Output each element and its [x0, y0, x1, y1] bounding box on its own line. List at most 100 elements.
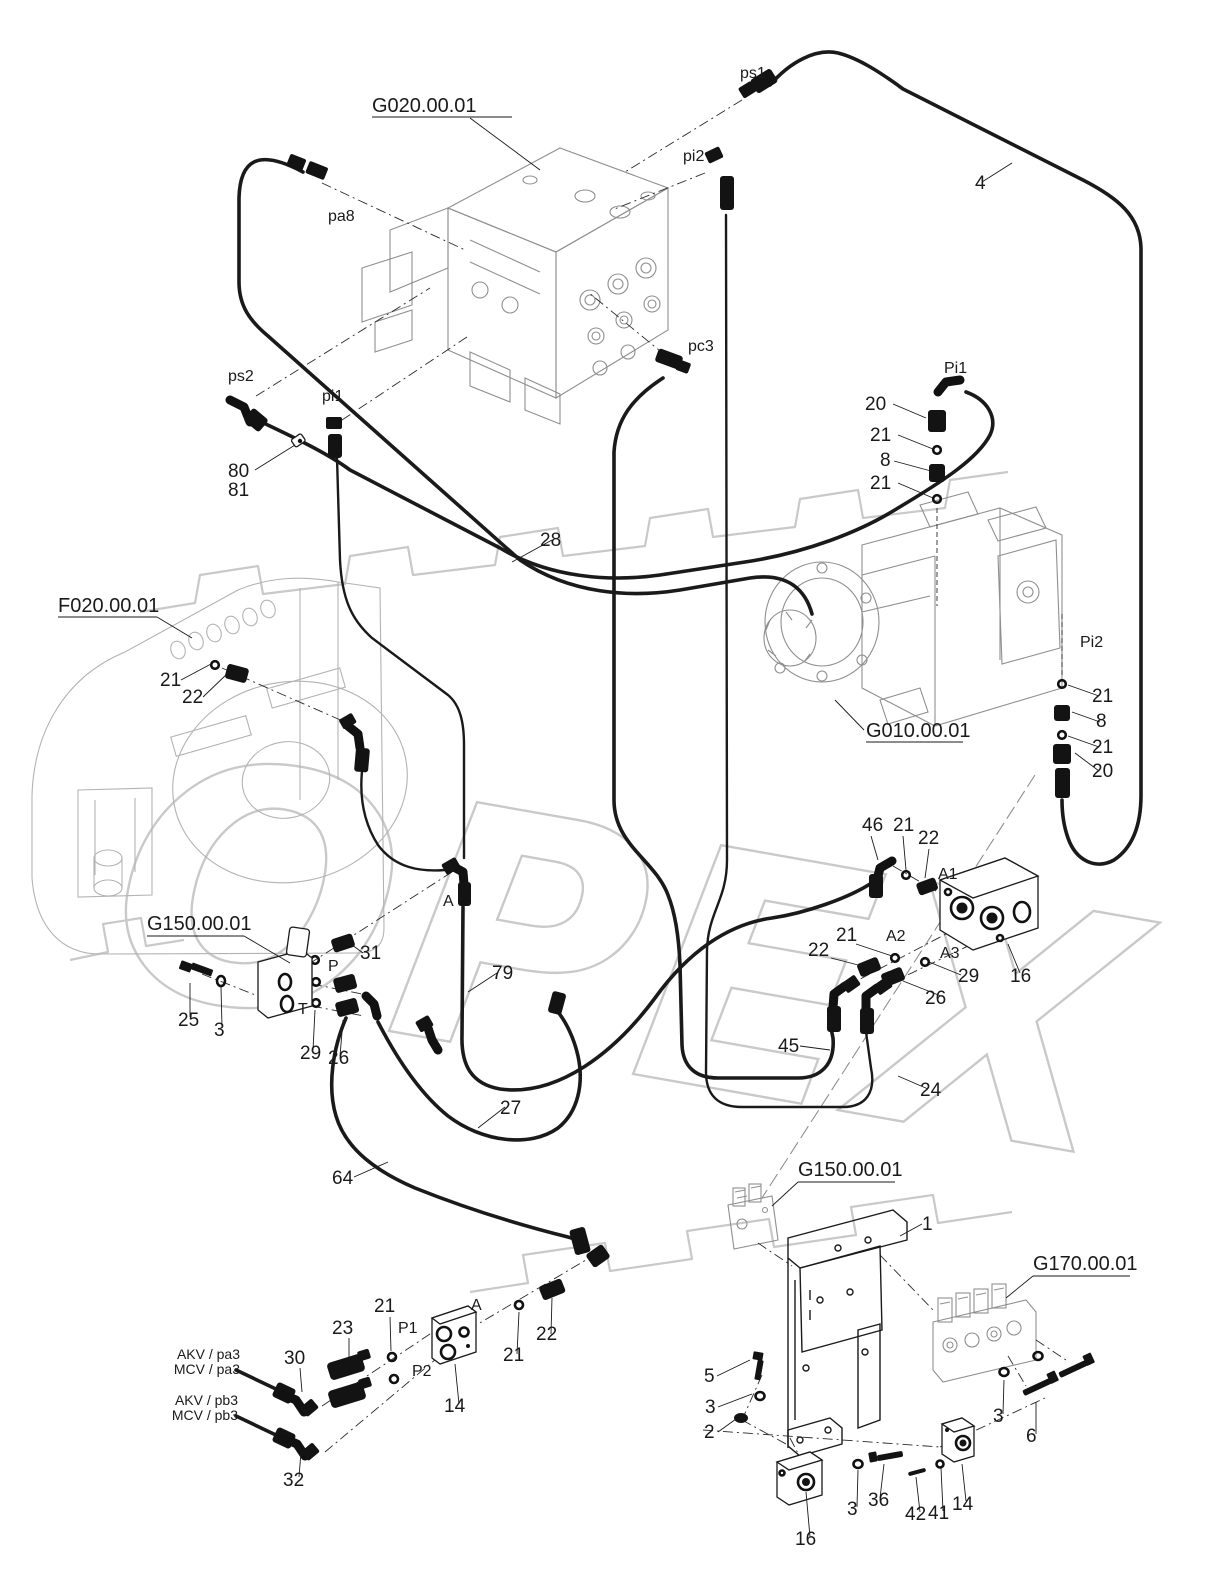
ps1-sleeve — [750, 68, 778, 94]
pi1-oring-21a — [931, 444, 943, 456]
elbow-64-nut — [586, 1244, 610, 1268]
callout-25: 25 — [178, 1010, 199, 1031]
code-g150-bottom: G150.00.01 — [798, 1159, 903, 1181]
callout-22-tank: 22 — [182, 687, 203, 708]
callout-21-a1: 21 — [893, 815, 914, 836]
fitting-22-a2 — [857, 957, 881, 977]
bolt-25-shaft — [190, 962, 214, 977]
callout-3-bracket: 3 — [705, 1397, 716, 1418]
callout-6: 6 — [1026, 1426, 1037, 1447]
oring-21-a2 — [889, 952, 901, 964]
callout-20-pi2: 20 — [1092, 761, 1113, 782]
callout-30: 30 — [284, 1348, 305, 1369]
callout-20-pi1: 20 — [865, 394, 886, 415]
port-p-g150: P — [328, 958, 339, 975]
pi1-sleeve — [328, 434, 342, 458]
bolt-5-head — [752, 1351, 764, 1361]
hose-akv-pa3 — [234, 1368, 280, 1392]
port-a-g150: A — [443, 893, 454, 910]
code-g150-left: G150.00.01 — [147, 913, 252, 935]
valve-23-a-tip — [357, 1348, 371, 1362]
gear-teeth-top — [139, 470, 1009, 614]
elbow-24-sleeve — [860, 1008, 874, 1034]
elbow-a-nut — [441, 857, 461, 875]
port-a1: A1 — [938, 866, 958, 883]
g170-valve-block-drawing — [932, 1283, 1037, 1383]
sleeve-46 — [869, 874, 883, 898]
valve-23-b-tip — [358, 1376, 372, 1390]
block-16-top — [938, 857, 1040, 899]
pi2-oring-21b — [1056, 729, 1068, 741]
washer-3-left — [215, 974, 227, 988]
callout-21-bl: 21 — [503, 1345, 524, 1366]
valve-23-b — [328, 1382, 366, 1408]
callout-42: 42 — [905, 1504, 926, 1525]
callout-3-g170: 3 — [993, 1406, 1004, 1427]
oring-21-p2 — [388, 1373, 400, 1385]
pi2-port-fitting — [704, 146, 724, 164]
pi1-port-fitting — [326, 417, 342, 429]
pa8-fitting — [305, 161, 328, 180]
callout-41: 41 — [928, 1503, 949, 1524]
callout-32: 32 — [283, 1470, 304, 1491]
elbow-30 — [277, 1389, 309, 1417]
screw-36-head — [868, 1451, 878, 1463]
fitting-22-a1 — [916, 877, 938, 896]
bolt-5-shaft — [754, 1359, 764, 1381]
ps1-nut — [738, 81, 757, 99]
port-a3: A3 — [940, 945, 960, 962]
hose-28-ps2-to-pi1 — [251, 390, 995, 580]
callout-2: 2 — [704, 1422, 715, 1443]
elbow-p — [361, 991, 382, 1021]
pc3-nut — [675, 359, 691, 374]
callout-21-pi2-a: 21 — [1092, 686, 1113, 707]
block-16-bottom — [775, 1451, 824, 1506]
callout-31: 31 — [360, 943, 381, 964]
elbow-45 — [828, 981, 850, 1013]
label-akv-pb3: AKV / pb3 — [175, 1392, 238, 1408]
fitting-31 — [331, 933, 355, 953]
tank-fitting-22 — [224, 664, 249, 683]
fittings — [178, 68, 1095, 1476]
block-14-bottom — [940, 1417, 976, 1463]
callout-3-left: 3 — [214, 1020, 225, 1041]
elbow-64-sleeve — [569, 1227, 591, 1255]
elbow-45-sleeve — [827, 1006, 841, 1032]
callout-36: 36 — [868, 1490, 889, 1511]
callout-21-pi1-b: 21 — [870, 473, 891, 494]
callout-hose-64: 64 — [332, 1168, 354, 1189]
washer-3-bottom — [852, 1458, 864, 1470]
hydraulic-tank-drawing — [31, 577, 408, 955]
callout-22-bl: 22 — [536, 1324, 557, 1345]
port-a-block14: A — [471, 1297, 482, 1314]
phantom-line — [761, 774, 1036, 1199]
hose-akv-pb3 — [234, 1414, 280, 1438]
callout-hose-79: 79 — [492, 963, 513, 984]
gear-teeth-left — [69, 916, 185, 962]
callout-8-pi1: 8 — [880, 450, 891, 471]
pi1-oring-21b — [931, 493, 943, 505]
hoses — [234, 50, 1143, 1438]
hose-24-pi2-to-a3 — [704, 213, 874, 1109]
oring-21-a1 — [900, 869, 912, 881]
fitting-26-p — [333, 974, 358, 993]
label-mcv-pb3: MCV / pb3 — [172, 1407, 238, 1423]
tank-oring-21 — [209, 659, 221, 671]
elbow-a-sleeve — [458, 882, 471, 906]
elbow-27 — [423, 1023, 443, 1055]
bolt-6-a-shaft — [1022, 1378, 1052, 1396]
callout-hose-27: 27 — [500, 1098, 521, 1119]
labels: G020.00.01 F020.00.01 G010.00.01 G150.00… — [58, 65, 1138, 1550]
fitting-26-t — [335, 998, 360, 1017]
code-mcv: G020.00.01 — [372, 95, 477, 117]
pi1-elbow — [933, 375, 965, 397]
hose-pa8 — [237, 157, 814, 616]
callout-hose-24: 24 — [920, 1080, 942, 1101]
fitting-22-bl — [539, 1278, 566, 1301]
hose-27-p-loop — [376, 1010, 582, 1142]
pin-42 — [908, 1468, 926, 1476]
main-control-valve-drawing — [361, 147, 670, 425]
callout-80: 80 — [228, 461, 249, 482]
code-pump: G010.00.01 — [866, 720, 971, 742]
label-mcv-pa3: MCV / pa3 — [174, 1361, 240, 1377]
